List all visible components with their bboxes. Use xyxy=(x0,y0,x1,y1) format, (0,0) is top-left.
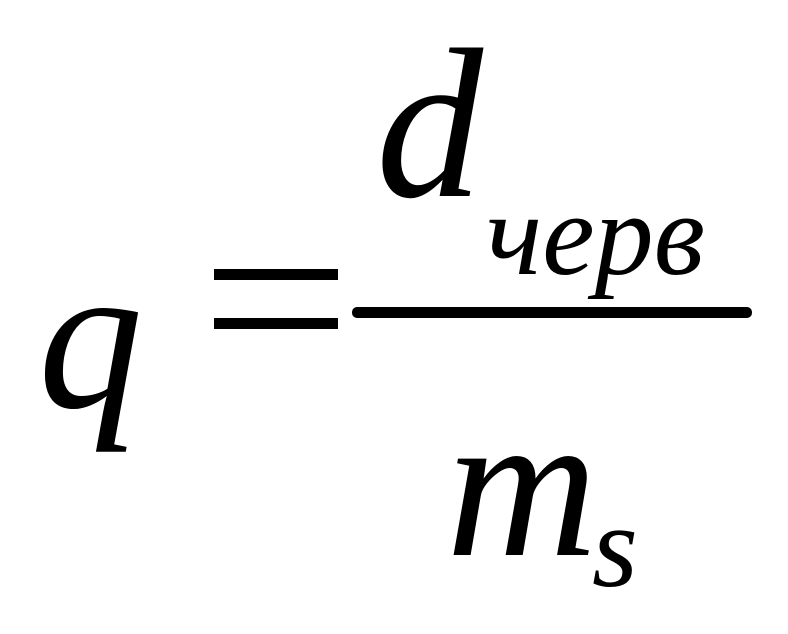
fraction-bar xyxy=(352,307,752,318)
numerator-symbol: d xyxy=(376,6,483,243)
denominator-subscript: s xyxy=(592,481,638,612)
numerator-subscript: черв xyxy=(486,169,705,300)
formula-lhs-variable: q xyxy=(38,221,143,453)
denominator-symbol: m xyxy=(446,369,598,601)
equals-bar-top xyxy=(214,269,338,280)
equals-sign xyxy=(214,236,338,336)
equals-bar-bottom xyxy=(214,318,338,329)
